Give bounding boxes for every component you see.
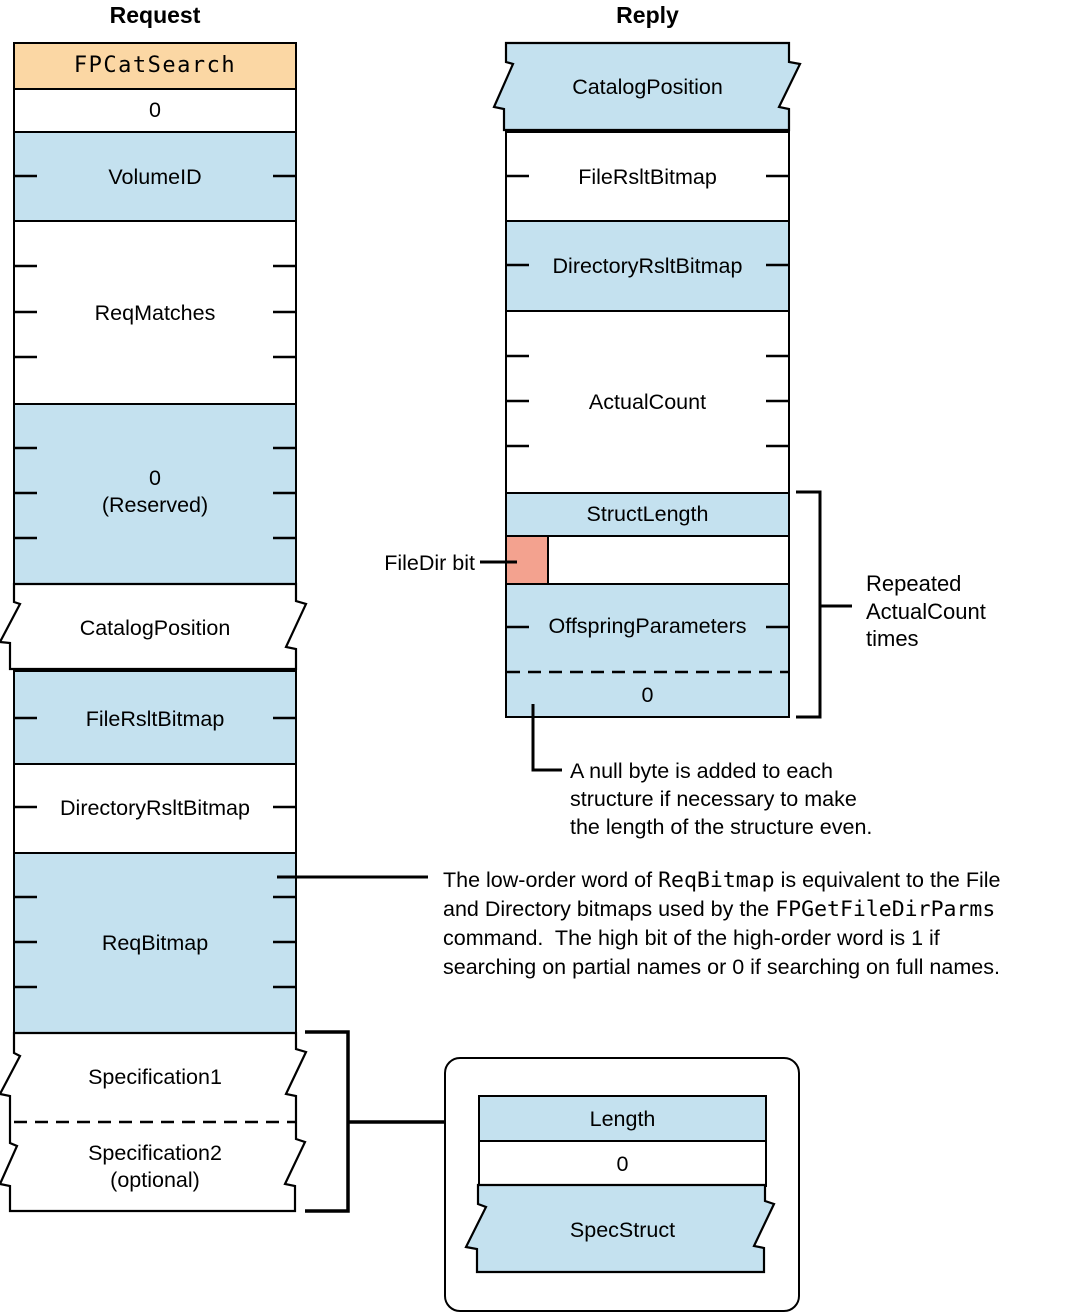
request-row-zero	[13, 88, 297, 133]
specbox-label-specstruct: SpecStruct	[569, 1218, 676, 1242]
reply-label-structlength: StructLength	[586, 502, 709, 526]
request-label-catalogposition: CatalogPosition	[79, 616, 231, 640]
reply-label-catalogposition: CatalogPosition	[572, 75, 723, 99]
filedir-bit-cell	[505, 535, 549, 585]
specbox-label-length: Length	[589, 1107, 656, 1131]
request-label-zero: 0	[149, 98, 161, 122]
repeat-bracket	[796, 490, 852, 719]
repeat-note: Repeated ActualCount times	[866, 571, 986, 651]
request-label-reqbitmap: ReqBitmap	[101, 931, 209, 955]
request-label-filersltbitmap: FileRsltBitmap	[85, 707, 225, 731]
filedir-bit-label: FileDir bit	[384, 551, 475, 575]
specification-bracket	[305, 1030, 445, 1213]
request-label-volumeid: VolumeID	[108, 165, 202, 189]
reply-label-offspringparameters: OffspringParameters	[548, 614, 747, 638]
request-label-specification1: Specification1	[88, 1065, 222, 1089]
reply-label-directoryrsltbitmap: DirectoryRsltBitmap	[552, 254, 743, 278]
specbox-label-zero: 0	[616, 1152, 629, 1176]
request-title: Request	[109, 2, 201, 28]
request-label-directoryrsltbitmap: DirectoryRsltBitmap	[60, 796, 250, 820]
reply-label-zero: 0	[641, 683, 654, 707]
null-byte-note: A null byte is added to each structure i…	[570, 759, 873, 839]
request-label-fpcatsearch: FPCatSearch	[73, 53, 237, 78]
reply-title: Reply	[616, 2, 679, 28]
reply-label-actualcount: ActualCount	[588, 390, 707, 414]
reply-label-filersltbitmap: FileRsltBitmap	[578, 165, 717, 189]
request-label-reserved: 0 (Reserved)	[101, 466, 209, 517]
reqbitmap-note: The low-order word of ReqBitmap is equiv…	[443, 868, 1001, 979]
request-label-specification2: Specification2 (optional)	[88, 1141, 222, 1192]
request-label-reqmatches: ReqMatches	[94, 301, 216, 325]
